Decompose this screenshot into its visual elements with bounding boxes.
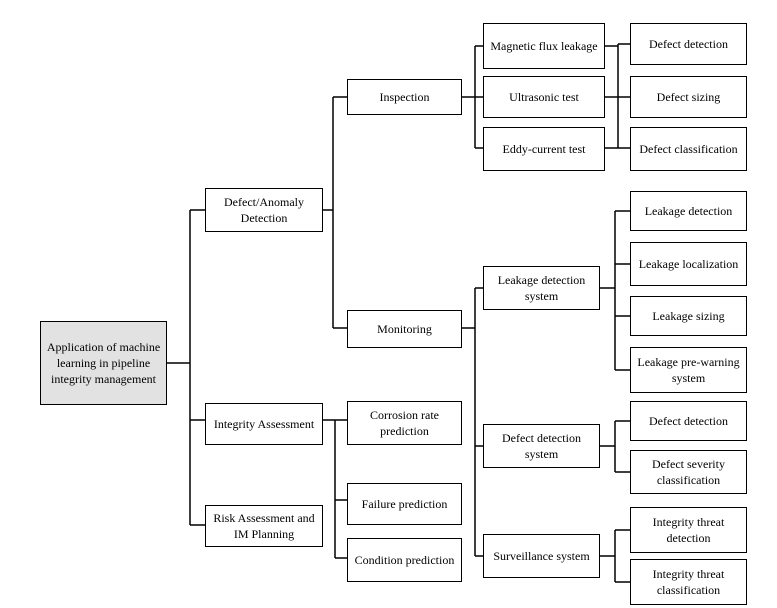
leakage-detection-label: Leakage detection: [644, 203, 733, 218]
monitoring-label: Monitoring: [377, 321, 432, 336]
defect-severity-classification-node: Defect severity classification: [630, 450, 747, 494]
defect-anomaly-detection-node: Defect/Anomaly Detection: [205, 188, 323, 232]
monitoring-defect-detection-label: Defect detection: [649, 413, 728, 428]
failure-prediction-node: Failure prediction: [347, 483, 462, 525]
integrity-assessment-node: Integrity Assessment: [205, 403, 323, 445]
failure-prediction-label: Failure prediction: [361, 496, 448, 511]
leakage-detection-node: Leakage detection: [630, 191, 747, 231]
integrity-threat-classification-label: Integrity threat classification: [652, 566, 725, 597]
ultrasonic-test-label: Ultrasonic test: [509, 89, 579, 104]
eddy-current-test-node: Eddy-current test: [483, 127, 605, 171]
connector-assessment: [323, 419, 347, 559]
risk-assessment-label: Risk Assessment and IM Planning: [213, 510, 315, 541]
connector-defect-anomaly: [323, 96, 347, 329]
connector-inspection: [462, 45, 483, 149]
defect-severity-classification-label: Defect severity classification: [652, 456, 725, 487]
magnetic-flux-leakage-label: Magnetic flux leakage: [490, 38, 598, 53]
root-node: Application of machine learning in pipel…: [40, 321, 167, 405]
leakage-detection-system-node: Leakage detection system: [483, 266, 600, 310]
condition-prediction-label: Condition prediction: [354, 552, 455, 567]
inspection-label: Inspection: [379, 89, 430, 104]
magnetic-flux-leakage-node: Magnetic flux leakage: [483, 23, 605, 69]
integrity-threat-classification-node: Integrity threat classification: [630, 559, 747, 605]
risk-assessment-node: Risk Assessment and IM Planning: [205, 505, 323, 547]
connector-techniques: [605, 43, 630, 149]
connector-root: [167, 209, 205, 526]
defect-anomaly-detection-label: Defect/Anomaly Detection: [224, 194, 304, 225]
leakage-prewarning-node: Leakage pre-warning system: [630, 347, 747, 393]
inspection-defect-detection-node: Defect detection: [630, 23, 747, 65]
eddy-current-test-label: Eddy-current test: [502, 141, 586, 156]
inspection-defect-sizing-label: Defect sizing: [656, 89, 721, 104]
corrosion-rate-prediction-label: Corrosion rate prediction: [370, 407, 439, 438]
defect-detection-system-node: Defect detection system: [483, 424, 600, 468]
monitoring-node: Monitoring: [347, 310, 462, 348]
surveillance-system-label: Surveillance system: [493, 548, 590, 563]
leakage-prewarning-label: Leakage pre-warning system: [637, 354, 740, 385]
integrity-assessment-label: Integrity Assessment: [213, 416, 315, 431]
inspection-defect-sizing-node: Defect sizing: [630, 76, 747, 118]
defect-detection-system-label: Defect detection system: [502, 430, 581, 461]
leakage-localization-label: Leakage localization: [638, 256, 739, 271]
leakage-sizing-node: Leakage sizing: [630, 296, 747, 336]
connector-monitoring: [462, 287, 483, 557]
monitoring-defect-detection-node: Defect detection: [630, 401, 747, 441]
inspection-defect-classification-node: Defect classification: [630, 127, 747, 171]
ultrasonic-test-node: Ultrasonic test: [483, 76, 605, 118]
leakage-sizing-label: Leakage sizing: [652, 308, 725, 323]
connector-surveillance: [600, 529, 630, 583]
leakage-detection-system-label: Leakage detection system: [497, 272, 586, 303]
inspection-defect-detection-label: Defect detection: [649, 36, 728, 51]
connector-defect-system: [600, 420, 630, 473]
condition-prediction-node: Condition prediction: [347, 538, 462, 582]
integrity-threat-detection-node: Integrity threat detection: [630, 507, 747, 553]
inspection-node: Inspection: [347, 79, 462, 115]
inspection-defect-classification-label: Defect classification: [639, 141, 738, 156]
leakage-localization-node: Leakage localization: [630, 242, 747, 286]
connector-leakage-system: [600, 210, 630, 371]
integrity-threat-detection-label: Integrity threat detection: [652, 514, 725, 545]
root-label: Application of machine learning in pipel…: [46, 339, 161, 387]
surveillance-system-node: Surveillance system: [483, 534, 600, 578]
corrosion-rate-prediction-node: Corrosion rate prediction: [347, 401, 462, 445]
